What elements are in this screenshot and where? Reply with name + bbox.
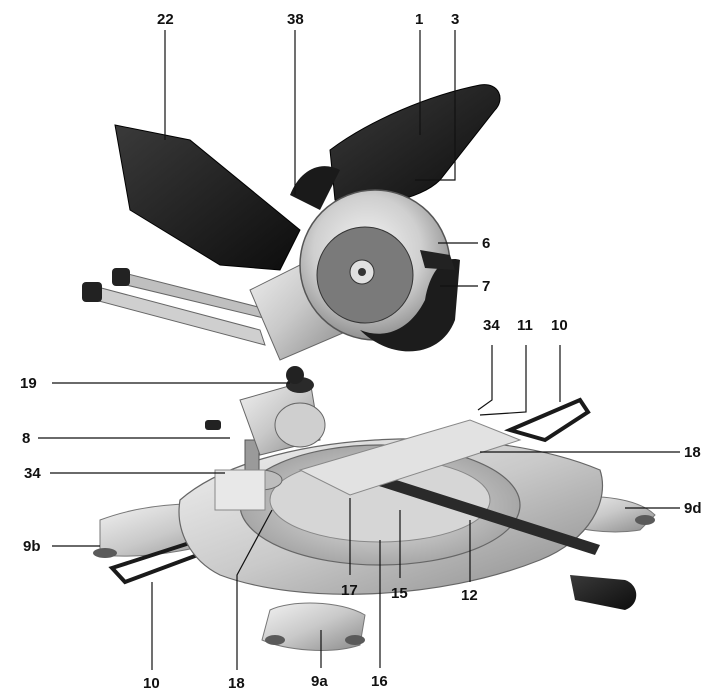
callout-12: 12 [461, 587, 478, 604]
callout-10-lower: 10 [143, 675, 160, 692]
turntable-handle [570, 575, 636, 610]
callout-19: 19 [20, 375, 37, 392]
callout-6: 6 [482, 235, 490, 252]
saw-illustration [82, 85, 655, 651]
dust-bag [115, 125, 300, 270]
callout-22: 22 [157, 11, 174, 28]
wire-extension-right [510, 400, 588, 440]
callout-8: 8 [22, 430, 30, 447]
callout-9b: 9b [23, 538, 41, 555]
callout-1: 1 [415, 11, 423, 28]
callout-9a: 9a [311, 673, 328, 690]
callout-9d: 9d [684, 500, 702, 517]
callout-34-lower: 34 [24, 465, 41, 482]
callout-18-right: 18 [684, 444, 701, 461]
callout-11: 11 [517, 317, 533, 334]
callout-3: 3 [451, 11, 459, 28]
clamp-knob [205, 420, 221, 430]
saw-handle [330, 85, 500, 204]
callout-38: 38 [287, 11, 304, 28]
callout-16: 16 [371, 673, 388, 690]
callout-34-upper: 34 [483, 317, 500, 334]
callout-17: 17 [341, 582, 358, 599]
bevel-knob [286, 366, 304, 384]
callout-10-upper: 10 [551, 317, 568, 334]
callout-7: 7 [482, 278, 490, 295]
callout-15: 15 [391, 585, 408, 602]
callout-18-bottom: 18 [228, 675, 245, 692]
